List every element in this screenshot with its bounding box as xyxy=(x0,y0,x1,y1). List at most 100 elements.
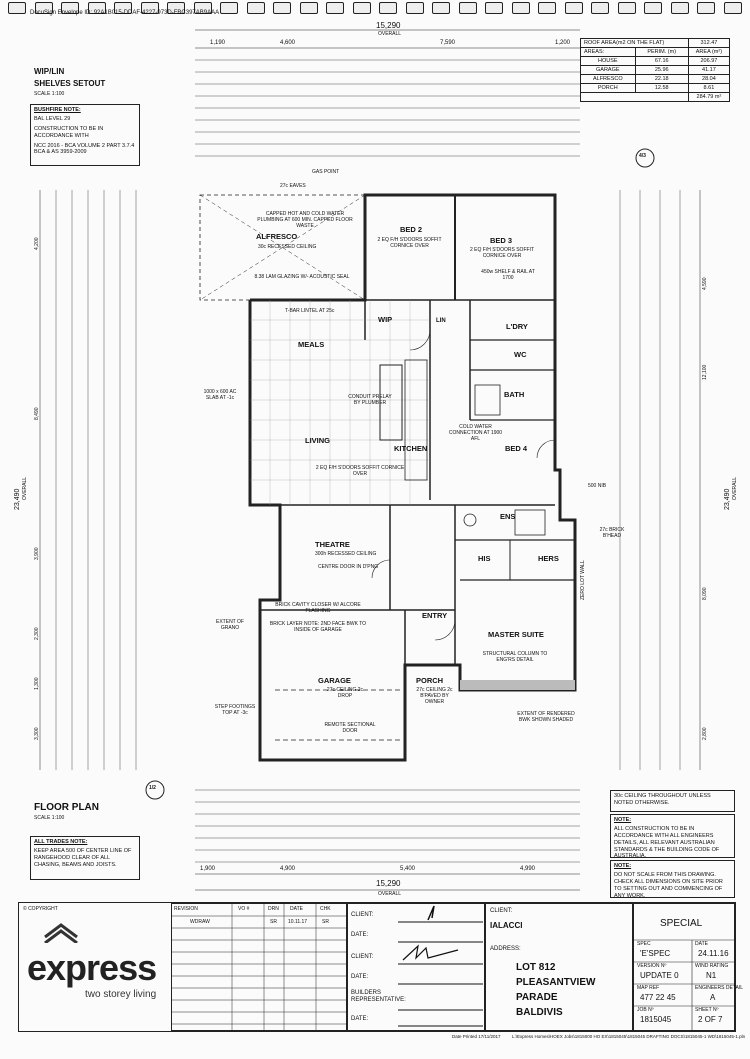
binder-hole xyxy=(617,2,636,14)
note-bed2: 2 EQ F/H S'DOORS SOFFIT CORNICE OVER xyxy=(377,237,442,249)
binder-hole xyxy=(352,2,371,14)
bushfire-line-2: CONSTRUCTION TO BE IN ACCORDANCE WITH xyxy=(34,125,104,139)
rev-row-revision: WDRAW xyxy=(190,919,210,925)
note-brick-layer: BRICK LAYER NOTE: 2ND FACE BWK TO INSIDE… xyxy=(269,621,367,633)
eng-value: A xyxy=(710,993,716,1002)
client-field-label: CLIENT: xyxy=(490,908,513,914)
bushfire-line-3: NCC 2016 - BCA VOLUME 2 PART 3.7.4 BCA &… xyxy=(34,142,135,156)
brand-name: express xyxy=(27,947,157,988)
room-entry: ENTRY xyxy=(422,611,448,620)
signature-area: CLIENT: DATE: CLIENT: DATE: BUILDERS REP… xyxy=(347,903,485,1031)
signature-marks xyxy=(398,905,483,1027)
construction-note-heading: NOTE: xyxy=(614,817,632,823)
note-porch: 27c CEILING 2c B'PAVED BY OWNER xyxy=(416,687,453,705)
note-brick-cavity: BRICK CAVITY CLOSER W/ ALCORE FLASHING xyxy=(275,602,361,614)
binder-hole xyxy=(246,2,265,14)
binder-holes xyxy=(0,0,750,16)
note-master: STRUCTURAL COLUMN TO ENG'RS DETAIL xyxy=(482,651,548,663)
binder-hole xyxy=(167,2,185,14)
left-dim-2: 8,490 xyxy=(34,407,40,420)
rev-row-drn: SR xyxy=(270,919,277,925)
rev-row-date: 10.11.17 xyxy=(288,919,308,925)
top-dim-b: 4,600 xyxy=(280,40,296,46)
right-dim-3: 8,090 xyxy=(702,587,708,600)
room-garage: GARAGE xyxy=(318,676,351,685)
binder-hole xyxy=(405,2,424,14)
binder-hole xyxy=(697,2,715,14)
binder-hole xyxy=(220,2,238,14)
eng-label: ENGINEERS DETAIL xyxy=(695,985,743,991)
note-ac-slab: 1000 x 600 AC SLAB AT -1c xyxy=(203,389,237,401)
spec-value: 'E'SPEC xyxy=(640,949,671,958)
job-label: JOB Nº xyxy=(637,1007,654,1013)
room-bed2: BED 2 xyxy=(400,225,423,234)
bushfire-heading: BUSHFIRE NOTE: xyxy=(34,107,81,113)
overall-top-label: OVERALL xyxy=(378,31,402,37)
builders-rep-label: BUILDERS REPRESENTATIVE: xyxy=(351,990,406,1003)
trades-heading: ALL TRADES NOTE: xyxy=(34,839,88,845)
revision-grid xyxy=(172,904,348,1032)
note-kitchen-doors: 2 EQ F/H S'DOORS SOFFIT CORNICE OVER xyxy=(315,465,405,477)
overall-top-dimension: 15,290 xyxy=(376,21,401,30)
copyright: © COPYRIGHT xyxy=(23,906,58,912)
binder-hole xyxy=(723,2,742,14)
job-info-grid xyxy=(634,939,736,1032)
room-kitchen: KITCHEN xyxy=(394,444,428,453)
room-alfresco: ALFRESCO xyxy=(256,232,298,241)
room-bed4: BED 4 xyxy=(505,444,528,453)
client-name: IALACCI xyxy=(490,921,523,930)
room-wc: WC xyxy=(514,350,527,359)
ceiling-note: 30c CEILING THROUGHOUT UNLESS NOTED OTHE… xyxy=(610,790,735,812)
note-garage-ceiling: 27c CEILING 2c DROP xyxy=(326,687,364,699)
job-value: 1815045 xyxy=(640,1015,672,1024)
date-label-2: DATE: xyxy=(351,974,369,980)
client-label-2: CLIENT: xyxy=(351,954,374,960)
left-dim-4: 2,300 xyxy=(34,627,40,640)
binder-hole xyxy=(564,2,583,14)
trades-text: KEEP AREA 500 OF CENTER LINE OF RANGEHOO… xyxy=(34,847,132,868)
left-overall-label: OVERALL xyxy=(22,476,28,500)
wip-scale: SCALE 1:100 xyxy=(34,91,65,97)
section-marker-a: 1/2 xyxy=(149,785,156,791)
overall-bottom-dimension: 15,290 xyxy=(376,879,401,888)
map-label: MAP REF xyxy=(637,985,660,991)
floor-plan-scale: SCALE 1:100 xyxy=(34,815,65,821)
rev-header-chk: CHK xyxy=(320,906,331,912)
binder-hole xyxy=(61,2,79,14)
client-label-1: CLIENT: xyxy=(351,912,374,918)
top-dim-c: 7,590 xyxy=(440,40,456,46)
binder-hole xyxy=(34,2,53,14)
bottom-dim-3: 5,400 xyxy=(400,866,416,872)
address-line-3: PARADE xyxy=(516,992,558,1003)
note-extent-grano: EXTENT OF GRANO xyxy=(216,619,244,631)
version-label: VERSION Nº xyxy=(637,963,667,969)
room-bath: BATH xyxy=(504,390,525,399)
scale-note-text: DO NOT SCALE FROM THIS DRAWING. CHECK AL… xyxy=(614,871,723,899)
construction-note-text: ALL CONSTRUCTION TO BE IN ACCORDANCE WIT… xyxy=(614,825,720,860)
right-dim-1: 4,590 xyxy=(702,277,708,290)
binder-hole xyxy=(87,2,106,14)
bottom-dim-1: 1,900 xyxy=(200,866,216,872)
note-centre-door: CENTRE DOOR IN D'PNG xyxy=(318,564,379,570)
top-dim-d: 1,200 xyxy=(555,40,571,46)
note-eaves: 27c EAVES xyxy=(280,183,306,189)
note-zero-lot: ZERO LOT WALL xyxy=(580,560,586,600)
binder-hole xyxy=(511,2,530,14)
ceiling-note-text: 30c CEILING THROUGHOUT UNLESS NOTED OTHE… xyxy=(614,793,711,806)
binder-hole xyxy=(379,2,397,14)
bottom-dim-4: 4,990 xyxy=(520,866,536,872)
binder-hole xyxy=(140,2,159,14)
area-table: ROOF AREA(m2 ON THE FLAT)312.47 AREAS:PE… xyxy=(580,38,731,102)
wip-title: WIP/LIN xyxy=(34,67,65,76)
note-rendered-bwk: EXTENT OF RENDERED BWK SHOWN SHADED xyxy=(517,711,575,723)
address-line-1: LOT 812 xyxy=(516,962,556,973)
date-small-label: DATE xyxy=(695,941,708,947)
file-path: L:\Express Homes\HOEX Jobs\1815000 HO EX… xyxy=(512,1034,746,1039)
note-gas-point: GAS POINT xyxy=(312,169,340,175)
note-conduit: CONDUIT PRELAY BY PLUMBER xyxy=(348,394,392,406)
revision-table: REVISION VO # DRN DATE CHK WDRAW SR 10.1… xyxy=(171,903,348,1032)
note-step-footings: STEP FOOTINGS TOP AT -3c xyxy=(214,704,256,716)
room-meals: MEALS xyxy=(298,340,325,349)
note-alfresco-ceiling: 30c RECESSED CEILING xyxy=(258,244,317,250)
